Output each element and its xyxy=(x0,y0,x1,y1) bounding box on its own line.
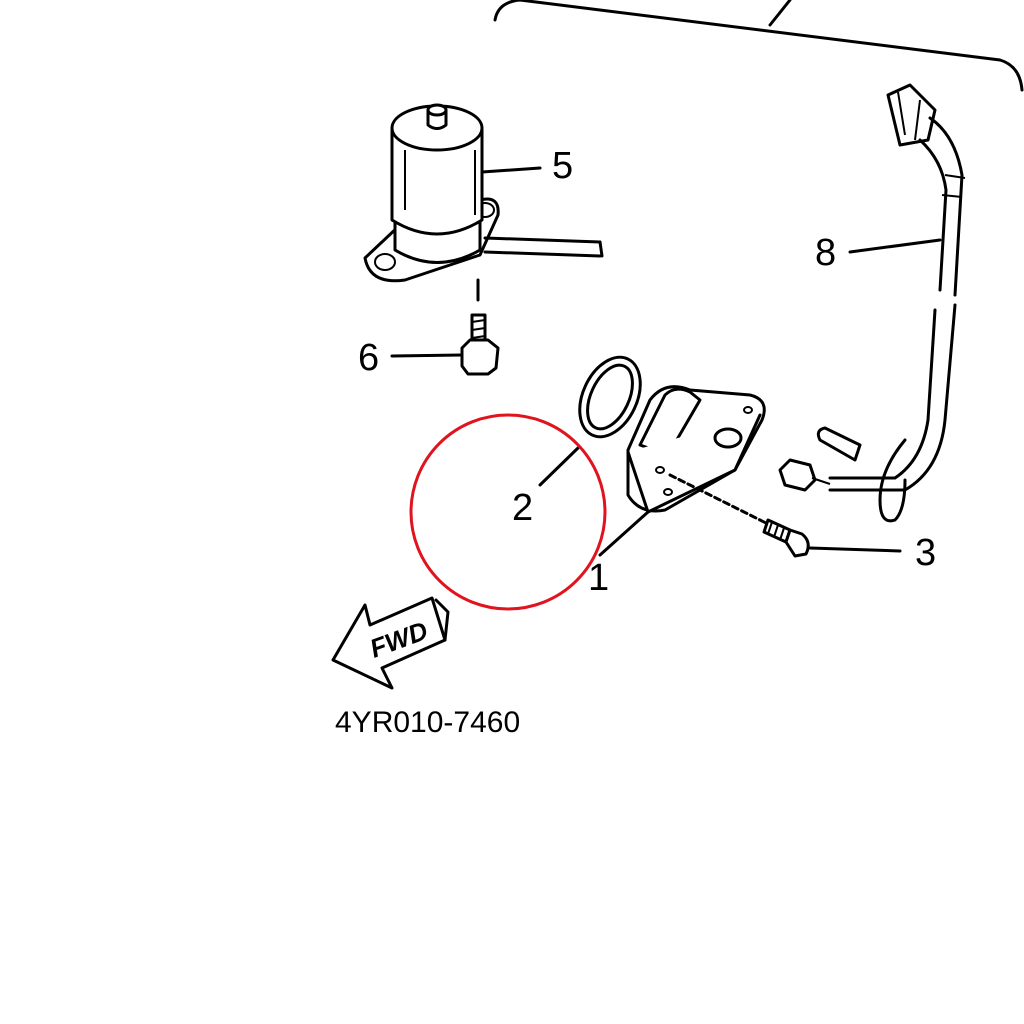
leader-2 xyxy=(538,446,580,487)
callout-2: 2 xyxy=(512,487,533,529)
leader-8 xyxy=(848,238,942,254)
o-ring-icon xyxy=(578,355,642,439)
sensor-icon xyxy=(626,385,766,514)
callout-3: 3 xyxy=(915,532,936,574)
callout-6: 6 xyxy=(358,337,379,379)
diagram-code: 4YR010-7460 xyxy=(335,706,520,739)
wire-lead-icon xyxy=(778,83,966,523)
callout-8: 8 xyxy=(815,232,836,274)
bolt-icon xyxy=(460,313,500,376)
panel-divider xyxy=(768,0,792,27)
solenoid-icon xyxy=(363,103,604,283)
leader-3 xyxy=(808,546,902,553)
screw-axis xyxy=(668,473,772,527)
fwd-arrow-icon: FWD xyxy=(331,596,450,690)
callout-5: 5 xyxy=(552,145,573,187)
screw-icon xyxy=(762,518,810,558)
panel-border xyxy=(493,0,1024,92)
leader-6 xyxy=(390,353,464,358)
callout-1: 1 xyxy=(588,557,609,599)
leader-1 xyxy=(598,510,650,557)
leader-5 xyxy=(480,166,542,174)
highlight-circle xyxy=(409,413,607,611)
